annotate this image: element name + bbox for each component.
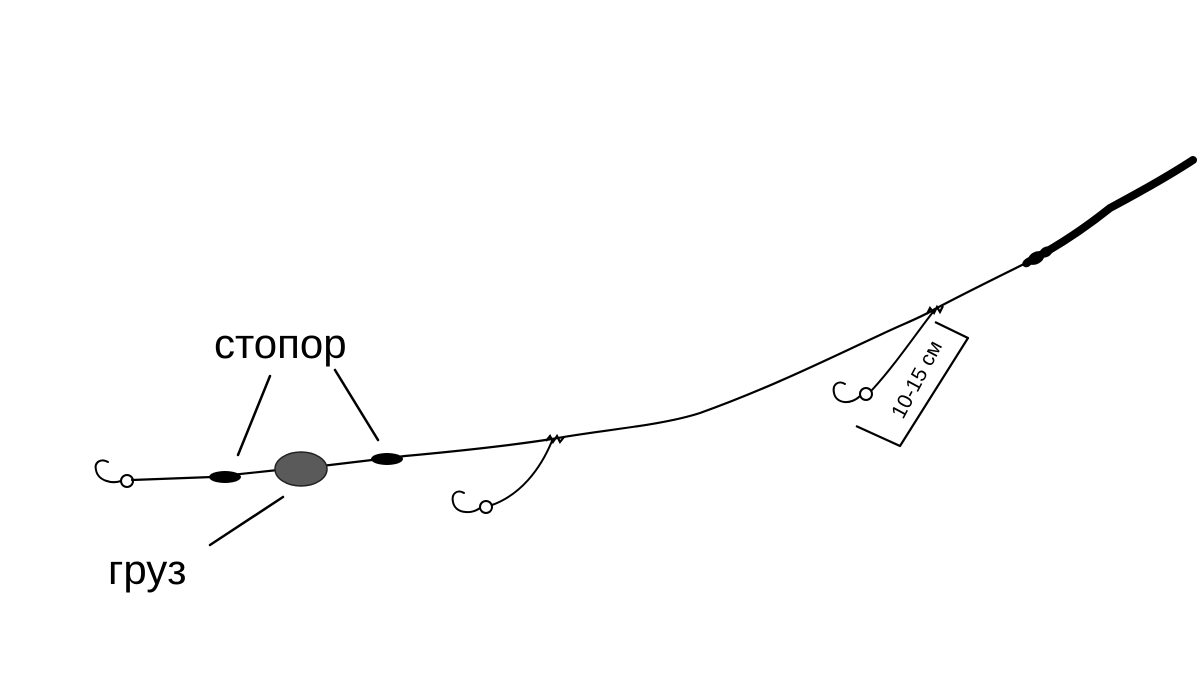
distance-bracket [855,321,970,448]
distance-label: 10-15 см [887,337,947,422]
stopper-right [371,453,403,465]
leader-knot-upper [926,304,944,316]
sinker-pointer [208,495,285,547]
line-connection-knot [1022,246,1053,268]
stopper-pointer-left [236,374,272,457]
leader-knot-middle [545,433,565,445]
leader-middle [451,440,553,514]
stopper-left [209,471,241,483]
stopper-pointer-right [333,368,380,442]
sinker-label: груз [108,546,186,593]
stopper-label: стопор [214,320,347,367]
sinker [274,451,328,487]
leader-upper [832,311,934,403]
hook-end [94,459,134,488]
main-line [130,260,1030,482]
thick-leader-line [1024,156,1197,266]
